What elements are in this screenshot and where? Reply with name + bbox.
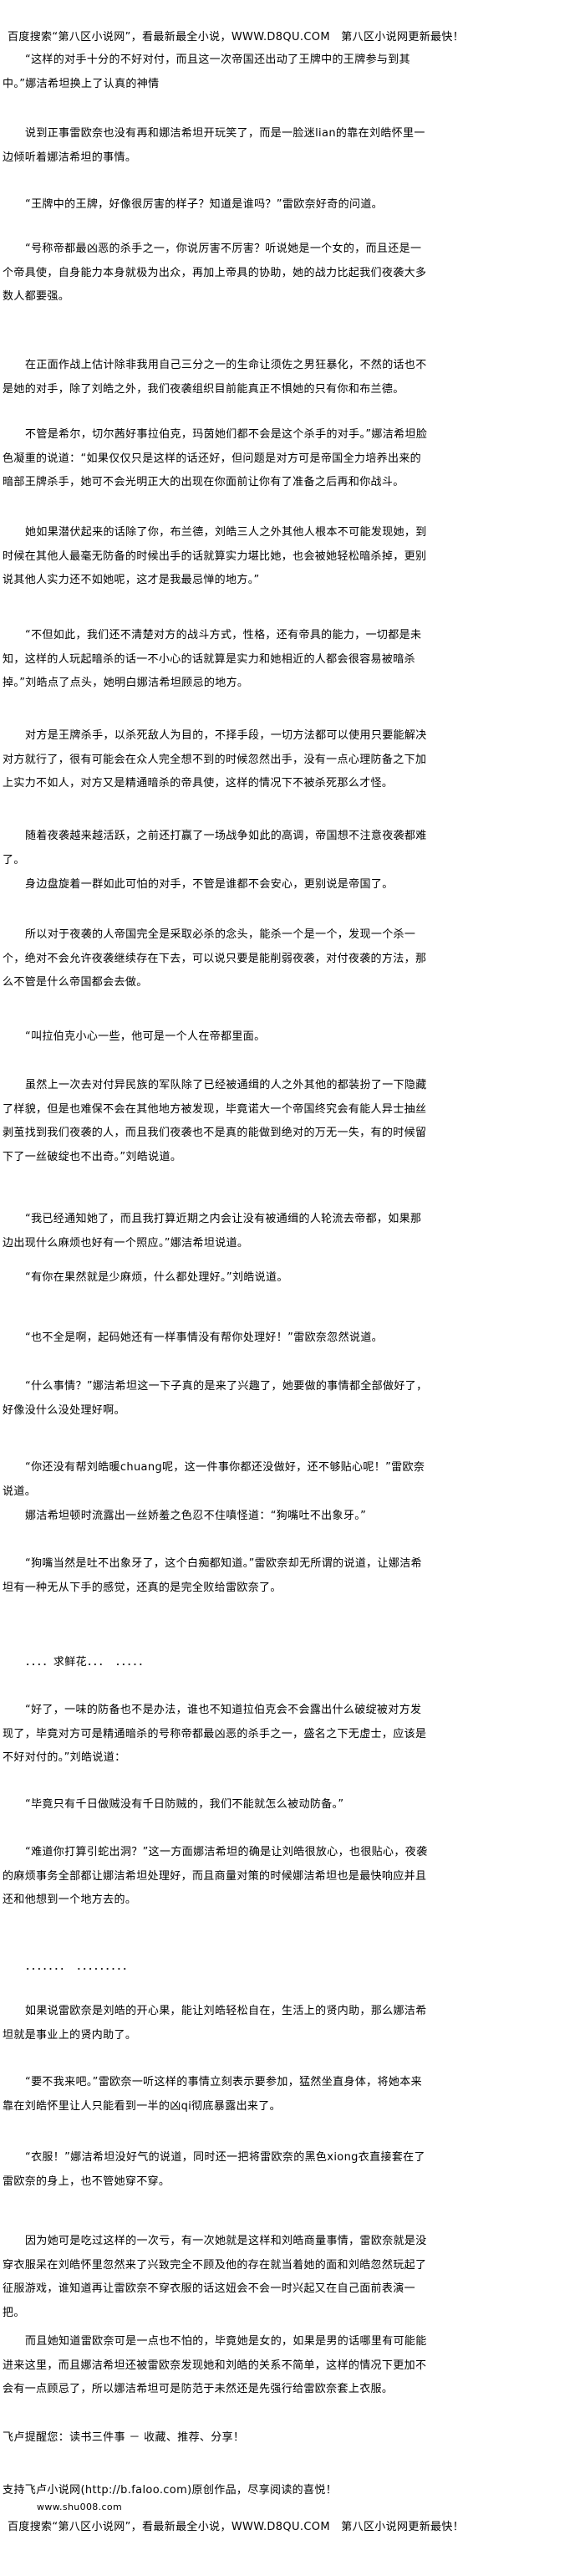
story-paragraph: 因为她可是吃过这样的一次亏，有一次她就是这样和刘皓商量事情，雷欧奈就是没穿衣服呆… (3, 2235, 427, 2319)
story-paragraph: 娜洁希坦顿时流露出一丝娇羞之色忍不住嗔怪道：“狗嘴吐不出象牙。” (25, 1510, 367, 1522)
story-paragraph: “难道你打算引蛇出洞？”这一方面娜洁希坦的确是让刘皓很放心，也很贴心，夜袭的麻烦… (3, 1846, 428, 1906)
story-paragraph: 她如果潜伏起来的话除了你，布兰德，刘皓三人之外其他人根本不可能发现她，到时候在其… (3, 526, 427, 586)
story-paragraph: “什么事情？”娜洁希坦这一下子真的是来了兴趣了，她要做的事情都全部做好了，好像没… (3, 1380, 428, 1417)
story-paragraph: “也不全是啊，起码她还有一样事情没有帮你处理好！”雷欧奈忽然说道。 (25, 1331, 384, 1344)
story-paragraph: 说到正事雷欧奈也没有再和娜洁希坦开玩笑了，而是一脸迷lian的靠在刘皓怀里一边倾… (3, 127, 425, 164)
footer-banner: 百度搜索“第八区小说网”，看最新最全小说，WWW.D8QU.COM 第八区小说网… (8, 2521, 465, 2533)
story-paragraph: “这样的对手十分的不好对付，而且这一次帝国还出动了王牌中的王牌参与到其中。”娜洁… (3, 54, 410, 90)
support-link-text[interactable]: 支持飞卢小说网(http://b.faloo.com)原创作品，尽享阅读的喜悦！ (3, 2484, 338, 2497)
story-paragraph: “狗嘴当然是吐不出象牙了，这个白痴都知道。”雷欧奈却无所谓的说道，让娜洁希坦有一… (3, 1557, 422, 1594)
reminder-text: 飞卢提醒您：读书三件事 － 收藏、推荐、分享！ (3, 2431, 245, 2444)
story-paragraph: 身边盘旋着一群如此可怕的对手，不管是谁都不会安心，更别说是帝国了。 (25, 878, 394, 891)
story-paragraph: “好了，一味的防备也不是办法，谁也不知道拉伯克会不会露出什么破绽被对方发现了，毕… (3, 1704, 427, 1764)
story-paragraph: 所以对于夜袭的人帝国完全是采取必杀的念头，能杀一个是一个，发现一个杀一个，绝对不… (3, 928, 427, 989)
story-paragraph: “叫拉伯克小心一些，他可是一个人在帝都里面。 (25, 1030, 266, 1043)
story-paragraph: ．．．．求鲜花．．． ．．．．． (25, 1656, 150, 1669)
story-paragraph: “有你在果然就是少麻烦，什么都处理好。”刘皓说道。 (25, 1271, 288, 1284)
story-paragraph: 虽然上一次去对付异民族的军队除了已经被通缉的人之外其他的都装扮了一下隐藏了样貌，… (3, 1079, 427, 1163)
story-paragraph: 随着夜袭越来越活跃，之前还打赢了一场战争如此的高调，帝国想不注意夜袭都难了。 (3, 830, 427, 866)
story-paragraph: 而且她知道雷欧奈可是一点也不怕的，毕竟她是女的，如果是男的话哪里有可能能进来这里… (3, 2335, 427, 2395)
story-paragraph: “我已经通知她了，而且我打算近期之内会让没有被通缉的人轮流去帝都，如果那边出现什… (3, 1213, 422, 1250)
story-paragraph: “毕竟只有千日做贼没有千日防贼的，我们不能就怎么被动防备。” (25, 1798, 344, 1811)
header-banner: 百度搜索“第八区小说网”，看最新最全小说，WWW.D8QU.COM 第八区小说网… (8, 31, 465, 43)
story-paragraph: “衣服！”娜洁希坦没好气的说道，同时还一把将雷欧奈的黑色xiong衣直接套在了雷… (3, 2151, 425, 2188)
site-url[interactable]: www.shu008.com (37, 2502, 123, 2512)
story-paragraph: “王牌中的王牌，好像很厉害的样子？知道是谁吗？”雷欧奈好奇的问道。 (25, 198, 384, 211)
story-paragraph: 对方是王牌杀手，以杀死敌人为目的，不择手段，一切方法都可以使用只要能解决对方就行… (3, 729, 427, 790)
story-paragraph: 如果说雷欧奈是刘皓的开心果，能让刘皓轻松自在，生活上的贤内助，那么娜洁希坦就是事… (3, 2005, 427, 2042)
story-paragraph: “不但如此，我们还不清楚对方的战斗方式，性格，还有帝具的能力，一切都是未知，这样… (3, 629, 422, 689)
story-paragraph: “你还没有帮刘皓暖chuang呢，这一件事你都还没做好，还不够贴心呢！”雷欧奈说… (3, 1461, 425, 1498)
story-paragraph: ．．．．．．． ．．．．．．．．． (25, 1960, 134, 1973)
story-paragraph: 不管是希尔，切尔茜好事拉伯克，玛茵她们都不会是这个杀手的对手。”娜洁希坦脸色凝重… (3, 428, 428, 488)
story-paragraph: “号称帝都最凶恶的杀手之一，你说厉害不厉害？听说她是一个女的，而且还是一个帝具使… (3, 243, 427, 303)
story-paragraph: “要不我来吧。”雷欧奈一听这样的事情立刻表示要参加，猛然坐直身体，将她本来靠在刘… (3, 2076, 422, 2113)
story-paragraph: 在正面作战上估计除非我用自己三分之一的生命让须佐之男狂暴化，不然的话也不是她的对… (3, 359, 427, 396)
